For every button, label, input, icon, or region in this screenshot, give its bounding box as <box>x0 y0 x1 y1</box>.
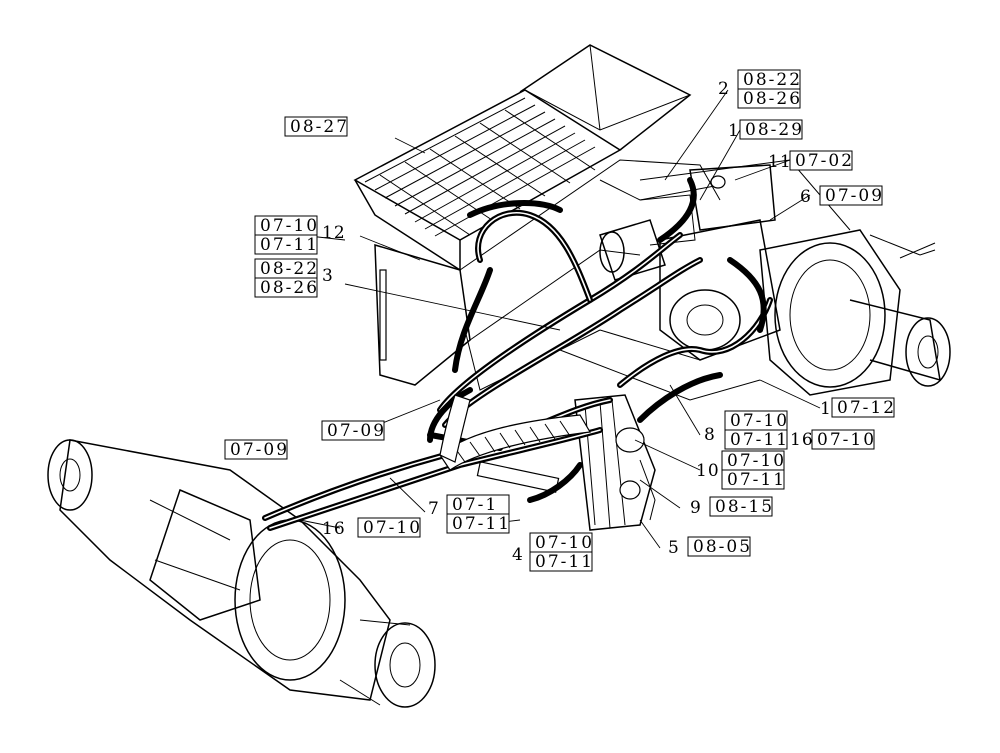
ref-label: 07-09 <box>825 186 884 206</box>
ref-label: 07-10 <box>535 533 594 553</box>
ref-label: 07-10 <box>817 430 876 450</box>
callout-07-11-a: 07-11 <box>254 234 319 255</box>
callout-07-11-f: 07-11 <box>529 551 594 572</box>
ref-label: 07-09 <box>327 421 386 441</box>
ref-label: 08-22 <box>743 70 802 90</box>
ref-label: 07-11 <box>727 470 786 490</box>
part-number: 12 <box>322 223 346 243</box>
callout-07-09-mid: 07-09 <box>321 420 386 441</box>
ref-label: 07-12 <box>837 398 896 418</box>
ref-label: 08-26 <box>743 89 802 109</box>
ref-label: 07-10 <box>730 411 789 431</box>
callout-5-08-05: 5 08-05 <box>668 536 752 558</box>
callout-08-26-mid: 08-26 <box>254 277 319 298</box>
part-number: 4 <box>512 545 524 565</box>
part-number: 8 <box>704 425 716 445</box>
callout-07-10-b: 07-10 <box>724 410 789 431</box>
ref-label: 08-29 <box>745 120 804 140</box>
callout-08-27: 08-27 <box>284 116 349 137</box>
ref-label: 07-11 <box>452 514 511 534</box>
part-number: 7 <box>428 499 440 519</box>
callout-16-07-10: 16 07-10 <box>322 517 422 539</box>
ref-label: 08-26 <box>260 278 319 298</box>
ref-label: 07-10 <box>363 518 422 538</box>
rear-axle <box>759 229 951 396</box>
ref-label: 07-1 <box>452 495 498 515</box>
part-number: 16 <box>322 519 346 539</box>
callout-11-07-02: 11 07-02 <box>768 150 854 172</box>
ref-label: 07-11 <box>535 552 594 572</box>
callouts: 08-22 08-26 2 1 08-29 11 07-02 6 07-09 <box>224 69 896 572</box>
part-number: 6 <box>800 187 812 207</box>
ref-label: 07-09 <box>230 440 289 460</box>
part-number: 5 <box>668 538 680 558</box>
callout-07-09-left: 07-09 <box>224 439 289 460</box>
callout-07-10-d: 07-10 <box>721 450 786 471</box>
callout-08-22-mid: 08-22 3 <box>254 258 334 286</box>
callout-6-07-09: 6 07-09 <box>800 185 884 207</box>
ref-label: 08-05 <box>693 537 752 557</box>
callout-9-08-15: 9 08-15 <box>690 496 774 518</box>
part-number: 10 <box>696 461 720 481</box>
grille-perforations <box>364 97 596 237</box>
callout-08-22-top: 08-22 <box>737 69 802 90</box>
part-number: 2 <box>718 79 730 99</box>
callout-07-11-d: 07-11 <box>721 469 786 490</box>
ref-label: 08-15 <box>715 497 774 517</box>
callout-15-07-12: 15 07-12 <box>820 397 896 419</box>
part-number: 1 <box>728 121 740 141</box>
ref-label: 08-22 <box>260 259 319 279</box>
ref-label: 08-27 <box>290 117 349 137</box>
ref-label: 07-10 <box>260 216 319 236</box>
engine-cover <box>353 44 692 272</box>
part-number: 16 <box>790 430 814 450</box>
part-number: 3 <box>322 266 334 286</box>
part-number: 11 <box>768 152 792 172</box>
callout-07-10-a: 07-10 12 <box>254 215 346 243</box>
ref-label: 07-11 <box>730 430 789 450</box>
callout-07-11-e: 07-11 <box>446 513 511 534</box>
callout-1-08-29: 1 08-29 <box>728 119 804 141</box>
control-valve-block <box>476 394 656 531</box>
ref-label: 07-02 <box>795 151 854 171</box>
callout-08-26-top: 08-26 <box>737 88 802 109</box>
chassis-frame <box>374 159 851 401</box>
front-axle <box>47 439 436 708</box>
callout-07-11-b: 07-11 16 <box>724 429 814 450</box>
ref-label: 07-10 <box>727 451 786 471</box>
callout-07-10-c: 07-10 <box>811 429 876 450</box>
part-number: 9 <box>690 498 702 518</box>
callout-07-1-e: 07-1 <box>446 494 510 515</box>
braided-hose-sections <box>439 394 591 471</box>
ref-label: 07-11 <box>260 235 319 255</box>
